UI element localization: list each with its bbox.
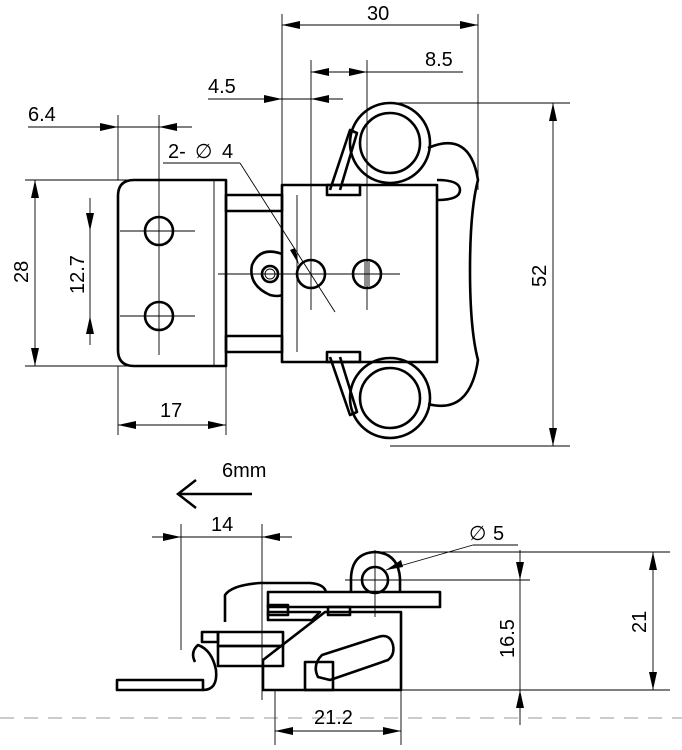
svg-text:4: 4 [222, 141, 233, 163]
svg-text:21: 21 [629, 611, 651, 633]
rail [224, 334, 284, 354]
side-view: 6mm 14 [0, 460, 682, 745]
svg-text:30: 30 [367, 3, 389, 25]
svg-text:17: 17 [160, 400, 182, 422]
pivot-eye [349, 550, 402, 592]
svg-text:12.7: 12.7 [67, 255, 89, 294]
svg-text:28: 28 [11, 261, 33, 283]
svg-text:14: 14 [211, 514, 233, 536]
pivot-boss [250, 250, 283, 298]
dimension-17: 17 [117, 366, 227, 435]
svg-text:2-: 2- [168, 141, 186, 163]
wire-loop [427, 142, 480, 408]
top-view: 30 8.5 4.5 6.4 2- ∅ 4 [11, 3, 570, 447]
dimension-6-4: 6.4 [28, 104, 192, 180]
catch-plate [115, 678, 205, 692]
svg-text:21.2: 21.2 [314, 707, 353, 729]
dimension-4-5: 4.5 [208, 76, 343, 103]
svg-text:6mm: 6mm [222, 460, 266, 482]
dimension-21: 21 [380, 551, 670, 691]
latch-body [280, 183, 439, 364]
dimension-30: 30 [281, 3, 479, 190]
svg-text:6.4: 6.4 [28, 104, 56, 126]
svg-text:16.5: 16.5 [497, 619, 519, 658]
arrow-left-icon [175, 479, 252, 509]
svg-text:∅: ∅ [195, 141, 212, 163]
dimension-eye-diameter: ∅ 5 [385, 523, 518, 571]
dimension-16-5: 16.5 [497, 550, 524, 725]
dimension-14: 14 [152, 514, 292, 650]
left-plate [116, 178, 228, 368]
dimension-hole-diameter: 2- ∅ 4 [163, 141, 336, 313]
dimension-21-2: 21.2 [274, 690, 402, 745]
dimension-8-5: 8.5 [310, 49, 463, 310]
svg-text:5: 5 [493, 523, 504, 545]
svg-text:∅: ∅ [469, 523, 486, 545]
svg-text:52: 52 [529, 265, 551, 287]
dimension-28: 28 [11, 179, 134, 367]
dimension-52: 52 [390, 102, 570, 447]
latch-body-side [261, 610, 403, 692]
svg-text:8.5: 8.5 [425, 49, 453, 71]
dimension-12-7: 12.7 [67, 198, 94, 345]
rail [224, 193, 284, 213]
svg-text:4.5: 4.5 [208, 76, 236, 98]
release-button [223, 581, 328, 622]
top-plate [266, 590, 442, 609]
spring-coil [348, 101, 432, 185]
spring-coil [348, 356, 432, 440]
